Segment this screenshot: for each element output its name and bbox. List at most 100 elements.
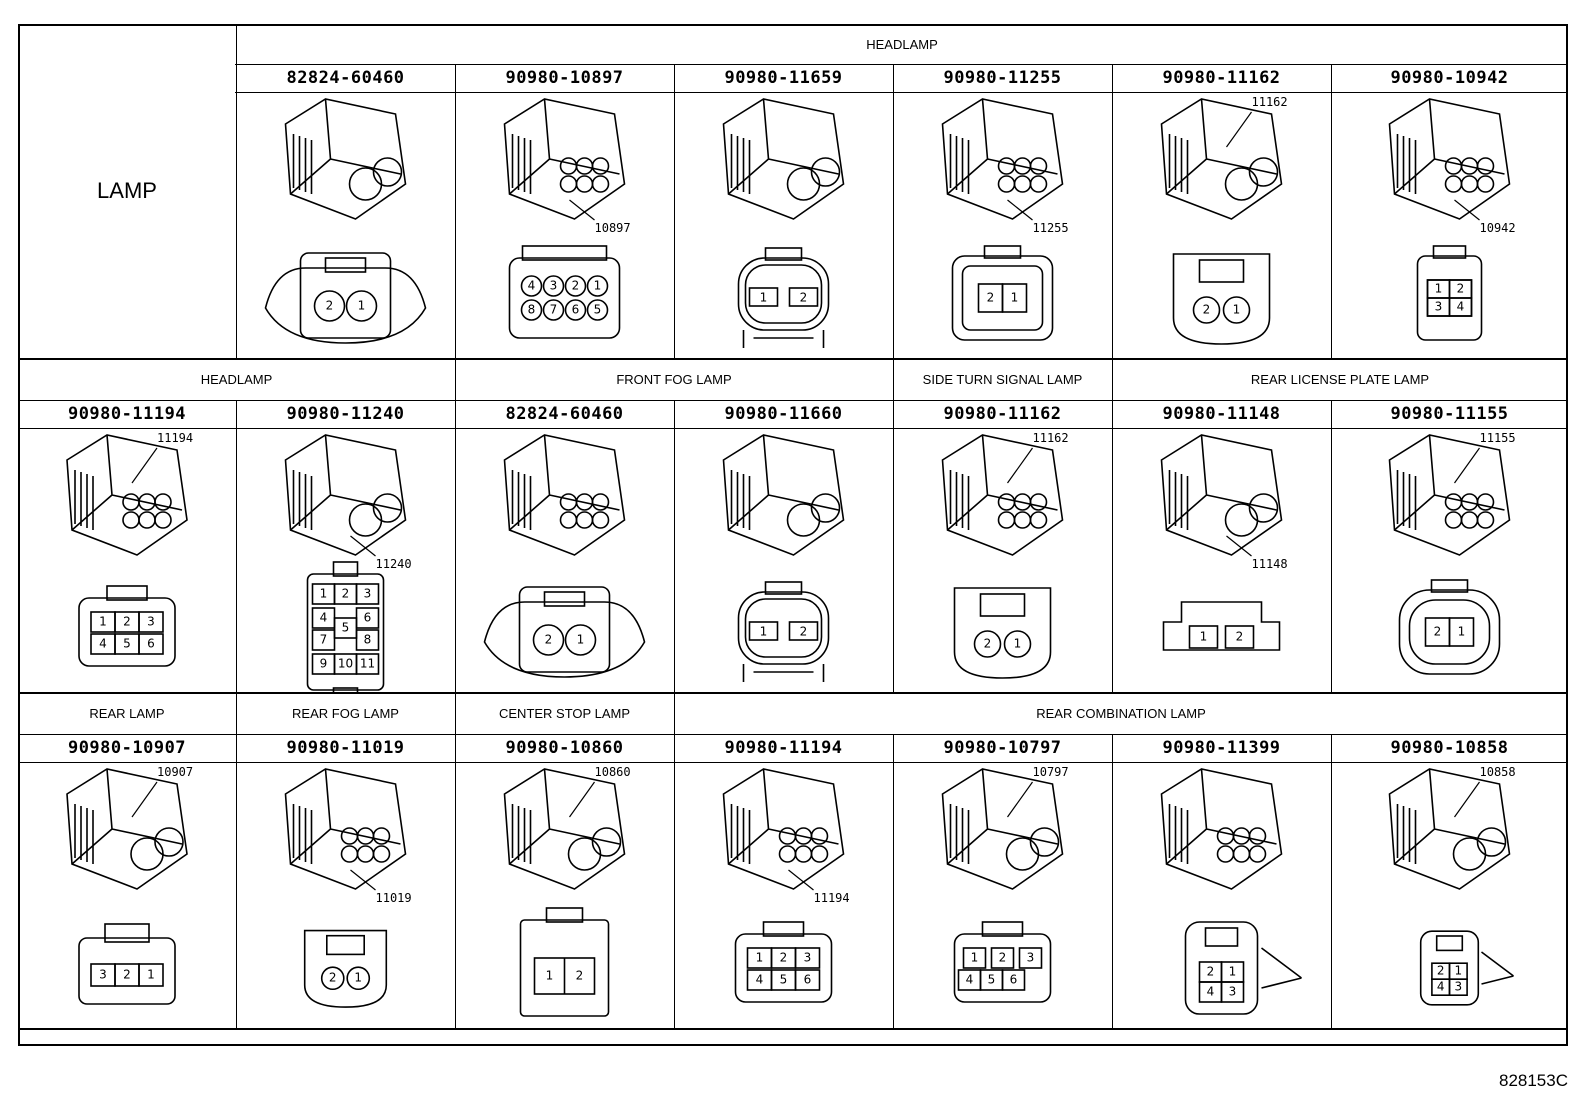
pin-number: 1 (1200, 630, 1208, 644)
col-rule (893, 358, 894, 400)
pin-number: 2 (576, 969, 584, 983)
part-number: 90980-11194 (67, 404, 187, 424)
pin-number: 2 (123, 968, 131, 982)
pin-number: 2 (1434, 625, 1442, 639)
part-number: 90980-11399 (1162, 738, 1281, 758)
col-rule (1112, 358, 1113, 400)
pin-number: 2 (1457, 282, 1465, 296)
pin-number: 11 (360, 657, 375, 671)
callout-leader (350, 869, 376, 891)
part-callout-label: 10797 (1033, 765, 1069, 779)
pin-number: 5 (342, 621, 350, 635)
pin-number: 1 (760, 625, 768, 639)
part-callout-label: 10897 (595, 221, 631, 235)
pin-number: 3 (1435, 300, 1443, 314)
pin-number: 8 (364, 633, 372, 647)
part-number: 90980-11162 (943, 404, 1062, 424)
callout-leader (1454, 447, 1480, 484)
callout-leader (1226, 535, 1252, 557)
pin-number: 4 (99, 637, 107, 651)
connector-body-drawing (503, 98, 626, 220)
lamp-group-header: REAR FOG LAMP (292, 705, 399, 721)
col-rule (1112, 400, 1113, 692)
connector-body-drawing (941, 768, 1064, 890)
pin-number: 3 (147, 615, 155, 629)
connector-body-drawing (1160, 98, 1283, 220)
callout-leader (1007, 447, 1033, 484)
lamp-group-header: REAR LICENSE PLATE LAMP (1250, 371, 1430, 387)
pin-number: 6 (364, 611, 372, 625)
col-rule (674, 64, 675, 358)
part-callout-label: 10858 (1480, 765, 1516, 779)
row-rule (18, 428, 1568, 429)
col-rule (236, 400, 237, 692)
part-callout-label: 11162 (1252, 95, 1288, 109)
connector-body-drawing (284, 434, 407, 556)
pin-number: 5 (123, 637, 131, 651)
connector-body-drawing (66, 768, 188, 890)
part-number: 90980-11659 (724, 68, 843, 88)
pin-number: 2 (545, 633, 553, 647)
pin-number: 1 (594, 279, 602, 293)
col-rule (455, 400, 456, 692)
part-callout-label: 11255 (1033, 221, 1069, 235)
part-callout-label: 10907 (157, 765, 193, 779)
pin-number: 5 (780, 973, 788, 987)
col-rule (236, 692, 237, 734)
lamp-group-header: CENTER STOP LAMP (499, 705, 630, 721)
pin-number: 7 (320, 633, 328, 647)
row-divider (18, 692, 1568, 694)
figure-code: 828153C (1498, 1071, 1568, 1090)
part-number: 90980-10860 (505, 738, 624, 758)
pin-number: 6 (1010, 973, 1018, 987)
pin-number: 1 (358, 299, 366, 313)
part-callout-label: 11194 (814, 891, 850, 905)
pin-number: 2 (1437, 964, 1445, 978)
pin-number: 5 (988, 973, 996, 987)
connector-body-drawing (1160, 434, 1283, 556)
connector-body-drawing (1388, 98, 1511, 220)
pin-number: 2 (984, 637, 992, 651)
callout-leader (131, 447, 158, 484)
connector-body-drawing (503, 434, 626, 556)
callout-leader (1226, 111, 1252, 148)
part-number: 90980-10897 (505, 68, 624, 88)
part-number: 90980-11148 (1162, 404, 1281, 424)
part-callout-label: 11194 (157, 431, 193, 445)
pin-number: 6 (804, 973, 812, 987)
connector-body-drawing (284, 98, 407, 220)
row-rule (18, 92, 1568, 93)
pin-number: 4 (1437, 980, 1445, 994)
pin-number: 3 (1027, 951, 1035, 965)
pin-number: 1 (577, 633, 585, 647)
pin-number: 6 (147, 637, 155, 651)
pin-number: 4 (1457, 300, 1465, 314)
pin-number: 5 (594, 303, 602, 317)
col-rule (1331, 400, 1332, 692)
col-rule (455, 64, 456, 358)
part-callout-label: 11240 (376, 557, 412, 571)
col-rule (455, 692, 456, 734)
pin-number: 2 (123, 615, 131, 629)
connector-body-drawing (1388, 768, 1511, 890)
part-number: 90980-11162 (1162, 68, 1281, 88)
connector-body-drawing (722, 98, 845, 220)
pin-number: 3 (550, 279, 558, 293)
